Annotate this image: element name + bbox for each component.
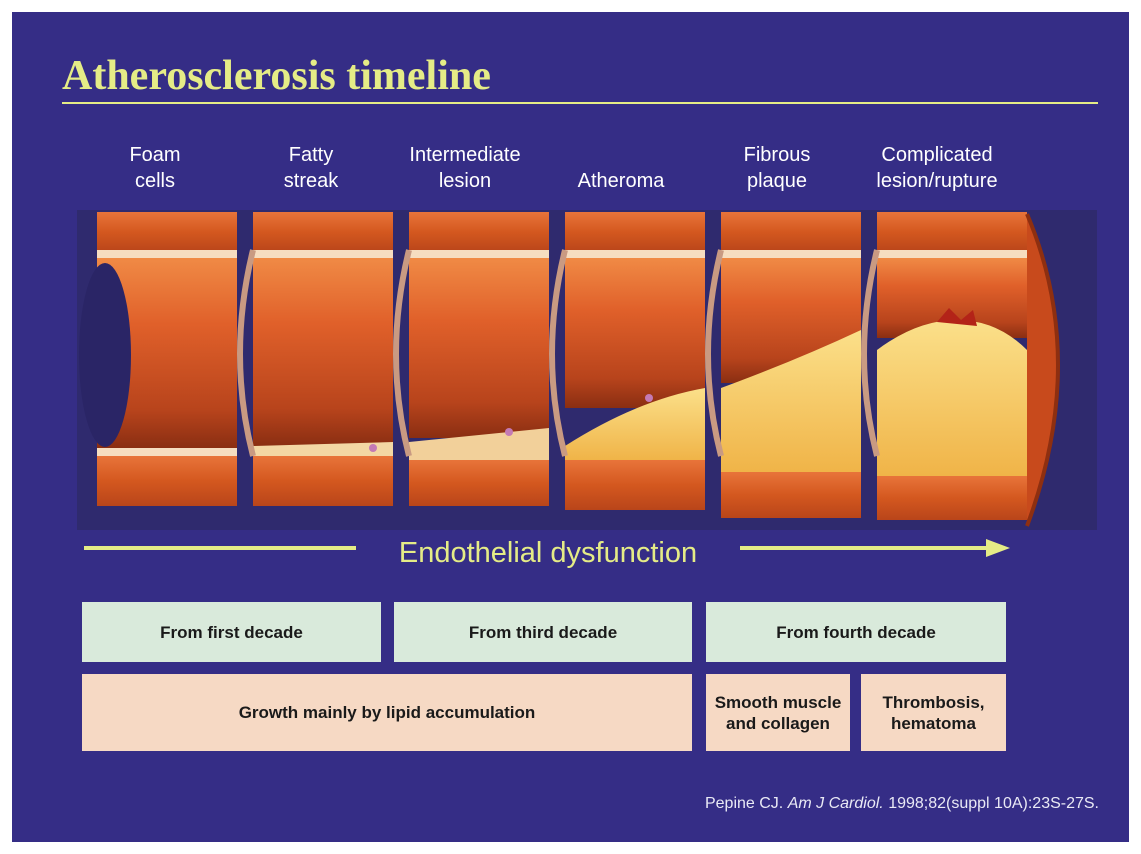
artery-illustration — [77, 210, 1097, 530]
growth-box-thrombosis: Thrombosis, hematoma — [861, 674, 1006, 751]
title-underline — [62, 102, 1098, 104]
stage-label-complicated-lesion: Complicated lesion/rupture — [857, 142, 1017, 194]
decade-box-fourth: From fourth decade — [706, 602, 1006, 662]
decade-box-first: From first decade — [82, 602, 381, 662]
foam-cells-lumen-opening — [79, 263, 131, 447]
foam-cell-spot — [369, 444, 377, 452]
arrow-line-right — [740, 546, 992, 550]
stage-label-atheroma: Atheroma — [546, 142, 696, 194]
slide-title: Atherosclerosis timeline — [62, 52, 491, 100]
stage-label-intermediate-lesion: Intermediate lesion — [390, 142, 540, 194]
citation-author: Pepine CJ. — [705, 795, 783, 812]
decade-box-third: From third decade — [394, 602, 692, 662]
citation: Pepine CJ. Am J Cardiol. 1998;82(suppl 1… — [705, 795, 1099, 813]
growth-box-smooth-muscle: Smooth muscle and collagen — [706, 674, 850, 751]
stage-label-fibrous-plaque: Fibrous plaque — [702, 142, 852, 194]
segment-fatty-streak — [240, 212, 393, 506]
arrow-head — [986, 539, 1010, 557]
citation-journal: Am J Cardiol. — [788, 795, 884, 812]
stage-label-foam-cells: Foam cells — [80, 142, 230, 194]
segment-intermediate-lesion — [396, 212, 549, 506]
citation-details: 1998;82(suppl 10A):23S-27S. — [888, 795, 1099, 812]
stage-label-fatty-streak: Fatty streak — [236, 142, 386, 194]
segment-complicated-lesion — [864, 212, 1058, 526]
ruptured-plaque — [877, 320, 1027, 476]
arrow-line-left — [84, 546, 356, 550]
segment-foam-cells — [79, 212, 237, 506]
segment-atheroma — [552, 212, 705, 510]
endothelial-dysfunction-label: Endothelial dysfunction — [356, 536, 740, 570]
segment-fibrous-plaque — [708, 212, 861, 518]
growth-box-lipid: Growth mainly by lipid accumulation — [82, 674, 692, 751]
slide: Atherosclerosis timeline Foam cells Fatt… — [12, 12, 1129, 842]
